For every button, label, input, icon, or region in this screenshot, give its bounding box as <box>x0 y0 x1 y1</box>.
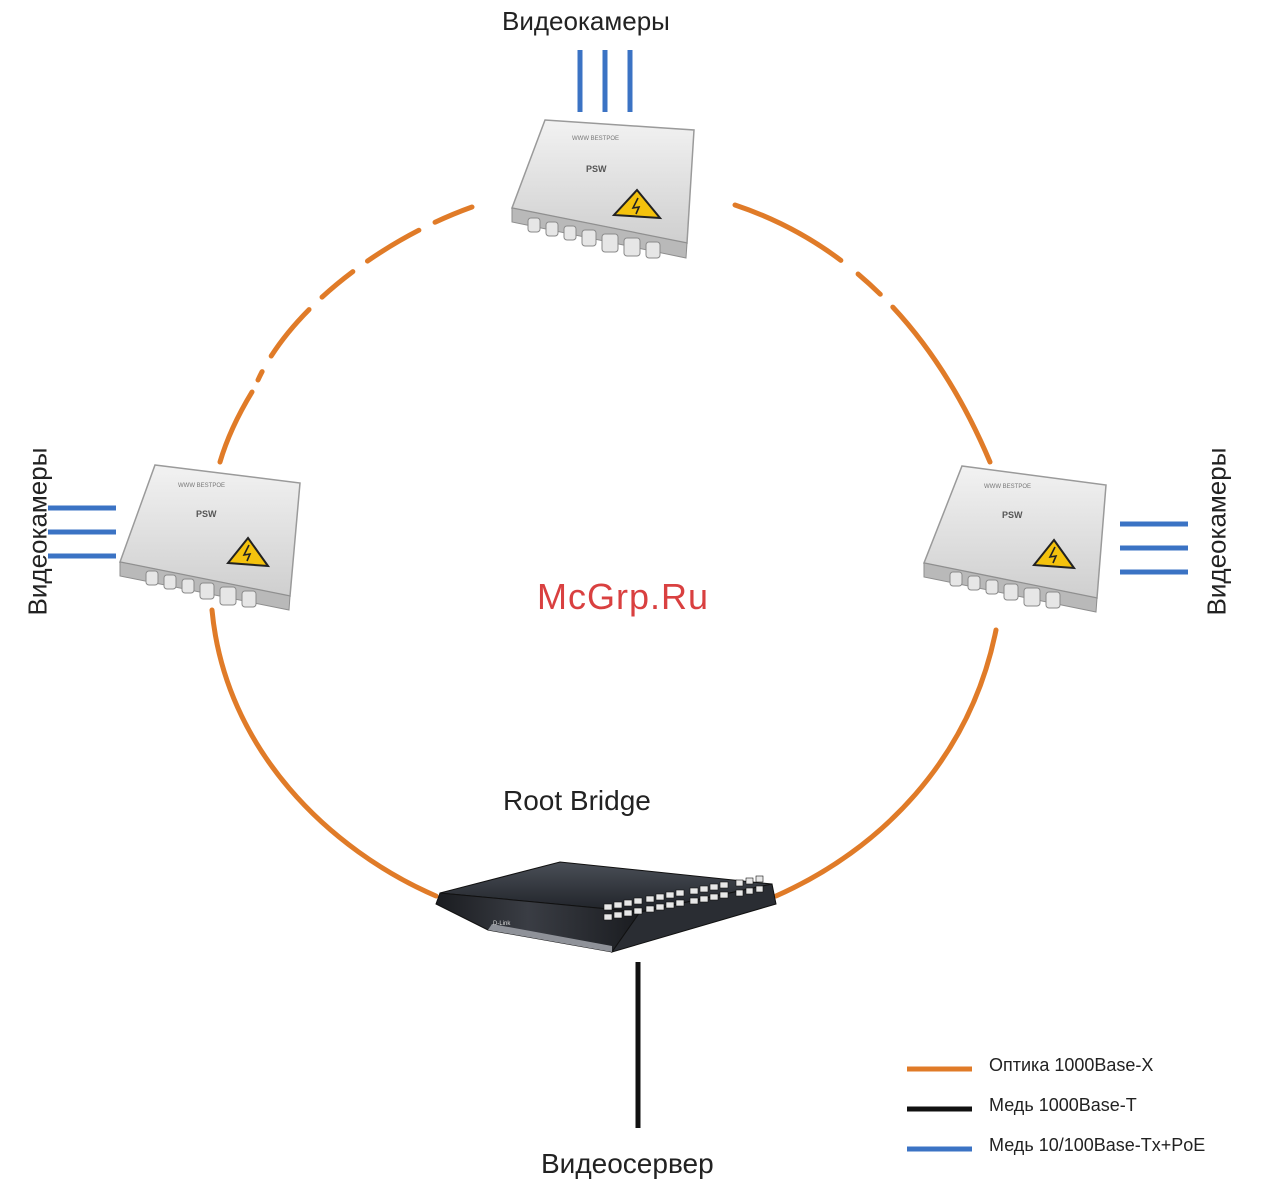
psw-label-left: PSW <box>196 509 217 519</box>
watermark: McGrp.Ru <box>537 576 709 618</box>
psw-box-top: WWW BESTPOE PSW <box>512 120 694 258</box>
svg-text:WWW BESTPOE: WWW BESTPOE <box>572 136 619 142</box>
video-server-label: Видеосервер <box>541 1148 714 1180</box>
cameras-label-right: Видеокамеры <box>1202 432 1233 632</box>
root-bridge-switch: D-Link <box>436 862 776 952</box>
legend <box>907 1069 972 1149</box>
optic-link-right-bottom <box>776 630 996 896</box>
optic-link-top-left <box>258 207 472 380</box>
psw-box-right: WWW BESTPOE PSW <box>924 466 1106 612</box>
psw-label-top: PSW <box>586 164 607 174</box>
optic-link-top-right <box>735 205 990 462</box>
poe-lines-top <box>580 50 630 112</box>
root-bridge-label: Root Bridge <box>503 785 651 817</box>
cameras-label-top: Видеокамеры <box>502 6 670 37</box>
legend-label-optic: Оптика 1000Base-X <box>989 1055 1153 1076</box>
svg-text:WWW BESTPOE: WWW BESTPOE <box>178 483 225 489</box>
svg-text:WWW BESTPOE: WWW BESTPOE <box>984 484 1031 490</box>
legend-label-copper-gbit: Медь 1000Base-T <box>989 1095 1137 1116</box>
legend-label-copper-poe: Медь 10/100Base-Tx+PoE <box>989 1135 1205 1156</box>
optic-link-left-bottom <box>212 610 436 896</box>
psw-box-left: WWW BESTPOE PSW <box>120 465 300 610</box>
poe-lines-right <box>1120 524 1188 572</box>
optic-link-left-arc <box>220 392 252 462</box>
poe-lines-left <box>48 508 116 556</box>
cameras-label-left: Видеокамеры <box>23 432 54 632</box>
svg-text:D-Link: D-Link <box>493 921 511 927</box>
psw-label-right: PSW <box>1002 510 1023 520</box>
